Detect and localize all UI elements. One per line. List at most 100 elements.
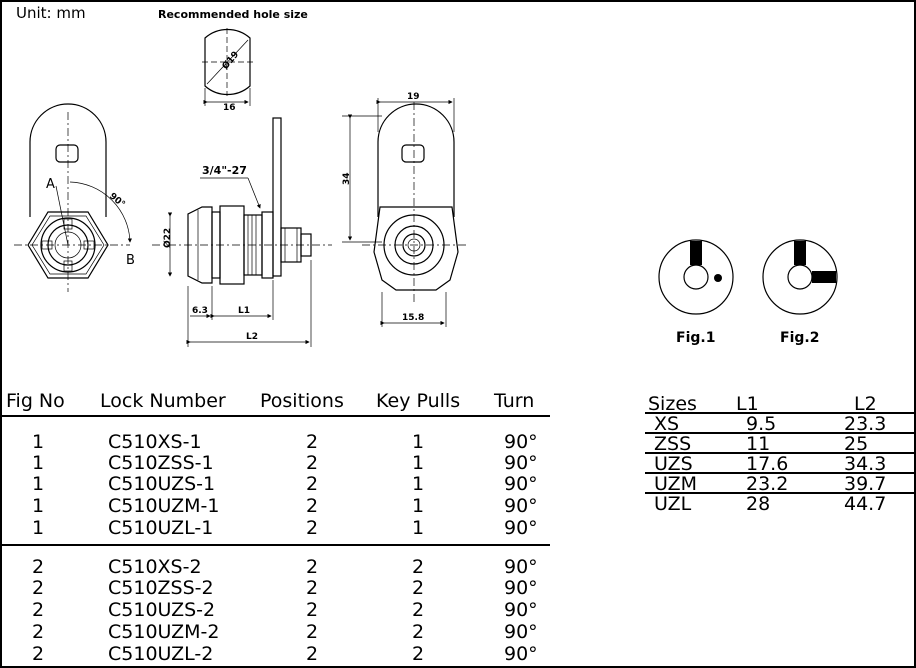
table-row: XS 9.5 23.3: [645, 413, 914, 435]
header-turn: Turn: [493, 390, 534, 412]
cell-positions: 2: [306, 495, 318, 517]
cell-fig-no: 1: [32, 517, 44, 539]
header-l2: L2: [854, 393, 877, 415]
angle-dim: 90°: [107, 191, 126, 210]
cell-lock-number: C510ZSS-1: [108, 452, 214, 474]
table-row: UZL 28 44.7: [654, 493, 886, 515]
table-row: 2 C510UZL-2 2 2 90°: [32, 643, 538, 665]
cell-turn: 90°: [504, 431, 538, 453]
cell-positions: 2: [306, 556, 318, 578]
cell-turn: 90°: [504, 495, 538, 517]
table-row: 1 C510UZM-1 2 1 90°: [32, 495, 538, 517]
cell-positions: 2: [306, 473, 318, 495]
cell-turn: 90°: [504, 517, 538, 539]
cell-l1: 28: [746, 493, 770, 515]
hole-title: Recommended hole size: [158, 8, 308, 21]
cell-key-pulls: 1: [412, 473, 424, 495]
cell-key-pulls: 1: [412, 495, 424, 517]
front-view-drawing: A B 90°: [14, 103, 135, 292]
cell-fig-no: 2: [32, 621, 44, 643]
l1-dim: L1: [238, 306, 250, 316]
cell-positions: 2: [306, 621, 318, 643]
cell-size: UZS: [654, 453, 693, 475]
fig2-symbol: Fig.2: [762, 239, 838, 346]
cell-l2: 25: [844, 433, 868, 455]
width19-dim: 19: [407, 92, 420, 102]
cell-key-pulls: 2: [412, 621, 424, 643]
d63-dim: 6.3: [192, 306, 208, 316]
cell-turn: 90°: [504, 473, 538, 495]
cell-positions: 2: [306, 599, 318, 621]
header-lock-number: Lock Number: [100, 390, 226, 412]
unit-label: Unit: mm: [16, 4, 86, 22]
cell-positions: 2: [306, 452, 318, 474]
fig2-label: Fig.2: [780, 330, 819, 346]
cell-turn: 90°: [504, 599, 538, 621]
table-row: 2 C510XS-2 2 2 90°: [32, 556, 538, 578]
cell-l1: 17.6: [746, 453, 788, 475]
lock-table: Fig No Lock Number Positions Key Pulls T…: [2, 390, 550, 665]
hole-diameter-dim: Ø19: [220, 49, 241, 72]
header-sizes: Sizes: [648, 393, 697, 415]
recommended-hole-drawing: Ø19 16: [202, 28, 254, 113]
thread-dim: 3/4"-27: [202, 164, 247, 177]
position-b-label: B: [126, 253, 135, 268]
cell-size: XS: [654, 413, 679, 435]
header-fig-no: Fig No: [6, 390, 65, 412]
cell-lock-number: C510ZSS-2: [108, 577, 214, 599]
header-positions: Positions: [260, 390, 344, 412]
cell-positions: 2: [306, 517, 318, 539]
cell-positions: 2: [306, 577, 318, 599]
cell-fig-no: 2: [32, 556, 44, 578]
cell-l2: 39.7: [844, 473, 886, 495]
header-l1: L1: [736, 393, 759, 415]
table-row: 1 C510UZL-1 2 1 90°: [32, 517, 538, 539]
cell-l2: 44.7: [844, 493, 886, 515]
cell-key-pulls: 2: [412, 577, 424, 599]
cell-turn: 90°: [504, 556, 538, 578]
cell-lock-number: C510UZM-1: [108, 495, 219, 517]
cell-fig-no: 2: [32, 577, 44, 599]
rear-view-drawing: 19 34 15.8: [342, 92, 466, 327]
dia22-dim: Ø22: [162, 228, 173, 248]
l2-dim: L2: [246, 332, 258, 342]
width158-dim: 15.8: [402, 313, 424, 323]
cell-lock-number: C510UZS-1: [108, 473, 215, 495]
cell-lock-number: C510XS-2: [108, 556, 202, 578]
cell-lock-number: C510UZL-1: [108, 517, 213, 539]
cell-size: UZM: [654, 473, 697, 495]
cell-size: ZSS: [654, 433, 691, 455]
cell-lock-number: C510UZM-2: [108, 621, 219, 643]
table-row: 1 C510UZS-1 2 1 90°: [32, 473, 538, 495]
cell-positions: 2: [306, 643, 318, 665]
cell-positions: 2: [306, 431, 318, 453]
cell-l1: 23.2: [746, 473, 788, 495]
table-row: UZS 17.6 34.3: [645, 453, 914, 475]
cell-lock-number: C510UZL-2: [108, 643, 213, 665]
cell-turn: 90°: [504, 643, 538, 665]
table-row: UZM 23.2 39.7: [645, 473, 914, 495]
cell-fig-no: 1: [32, 495, 44, 517]
cell-key-pulls: 2: [412, 556, 424, 578]
cell-turn: 90°: [504, 452, 538, 474]
cell-l2: 34.3: [844, 453, 886, 475]
cell-fig-no: 1: [32, 473, 44, 495]
cell-fig-no: 2: [32, 599, 44, 621]
cell-size: UZL: [654, 493, 692, 515]
cell-l2: 23.3: [844, 413, 886, 435]
cell-l1: 9.5: [746, 413, 776, 435]
cell-fig-no: 2: [32, 643, 44, 665]
cell-key-pulls: 2: [412, 643, 424, 665]
cell-key-pulls: 1: [412, 517, 424, 539]
cell-lock-number: C510UZS-2: [108, 599, 215, 621]
hole-flat-dim: 16: [223, 103, 236, 113]
height34-dim: 34: [342, 172, 352, 185]
cell-fig-no: 1: [32, 431, 44, 453]
